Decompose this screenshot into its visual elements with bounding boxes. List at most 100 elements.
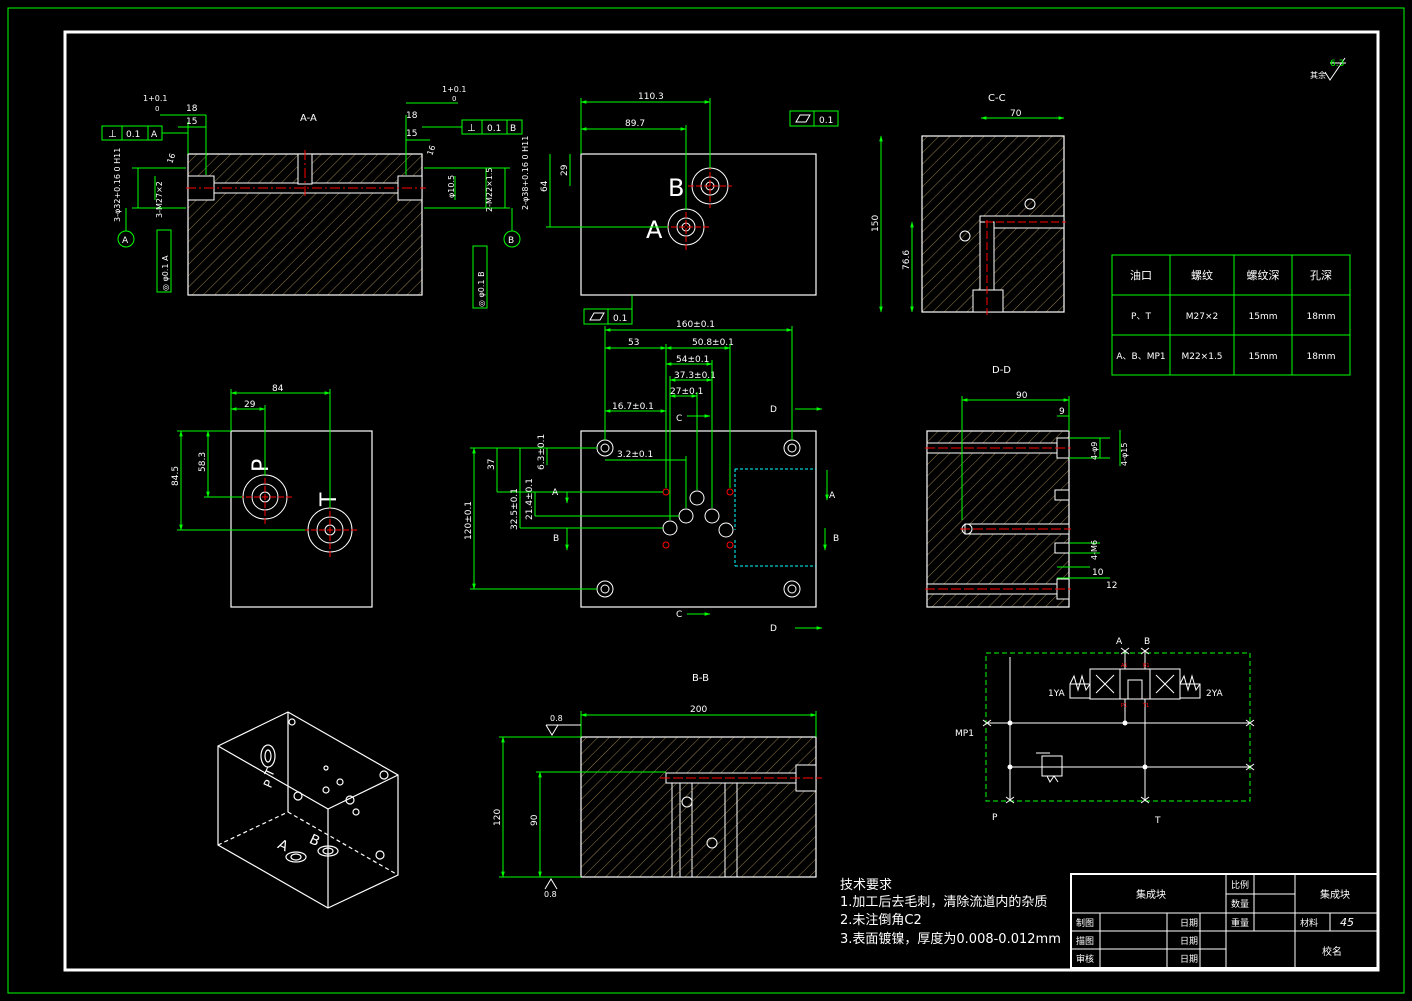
roughness-symbol: 其余 6.3	[1310, 57, 1346, 81]
left-face-port-p: P	[249, 459, 274, 472]
hyd-label-1ya: 1YA	[1048, 689, 1066, 699]
top-dim-29: 29	[560, 164, 570, 176]
tb-material-value: 45	[1340, 916, 1354, 929]
bb-rough-b: 0.8	[544, 890, 557, 899]
tb-material-label: 材料	[1300, 917, 1318, 929]
svg-text:0.1: 0.1	[487, 124, 501, 134]
aa-dim-15-right: 15	[406, 129, 417, 139]
hyd-label-p: P	[992, 813, 998, 823]
tech-req-item-1: 1.加工后去毛刺，清除流道内的杂质	[840, 894, 1047, 910]
sec-c-bot: C	[676, 610, 682, 620]
tb-check-label: 审核	[1076, 953, 1094, 965]
dd-dim-12: 12	[1106, 581, 1117, 591]
top-dim-110: 110.3	[638, 92, 664, 102]
tech-req-item-2: 2.未注倒角C2	[840, 913, 922, 928]
mid-dim-54: 54±0.1	[676, 355, 709, 365]
aa-frame-left: ⊥ 0.1 A	[101, 125, 188, 141]
dd-dim-phi15: 4-φ15	[1120, 443, 1129, 466]
tech-req-item-3: 3.表面镀镍，厚度为0.008-0.012mm	[840, 931, 1061, 947]
tb-date-3: 日期	[1180, 954, 1198, 965]
inner-border	[63, 30, 1380, 972]
thread-table-header: 螺纹深	[1247, 268, 1280, 282]
iso-label-t: T	[262, 766, 278, 780]
thread-table-cell: 18mm	[1307, 312, 1336, 322]
tb-date-1: 日期	[1180, 918, 1198, 929]
svg-text:A: A	[151, 130, 158, 140]
view-bb: B-B 200 120 90 0.8 0.8	[493, 673, 822, 899]
thread-table-cell: M22×1.5	[1181, 352, 1222, 362]
sec-a-left: A	[552, 488, 559, 498]
mid-dim-3-2: 3.2±0.1	[617, 450, 653, 460]
sec-d-top: D	[770, 405, 777, 415]
aa-right-dim-3: 2-φ38+0.16 0 H11	[521, 136, 530, 210]
aa-angle-right: 16	[425, 144, 437, 157]
dd-dim-90: 90	[1016, 391, 1028, 401]
mid-dim-37-3: 37.3±0.1	[674, 371, 716, 381]
tb-weight-label: 重量	[1231, 917, 1249, 929]
cc-dim-70: 70	[1010, 109, 1022, 119]
bb-rough-a: 0.8	[550, 714, 563, 723]
mid-dim-16-7: 16.7±0.1	[612, 402, 654, 412]
view-dd: D-D 90 9 4-φ9 4-φ15 4-M6 10 12	[925, 365, 1129, 608]
sec-a-right: A	[829, 491, 836, 501]
cc-dim-76: 76.6	[902, 250, 912, 270]
tb-drawing-name: 集成块	[1320, 888, 1350, 901]
left-face-dim-58: 58.3	[198, 452, 208, 472]
mid-dim-21-4: 21.4±0.1	[525, 478, 535, 520]
bb-dim-90: 90	[530, 814, 540, 826]
flatness-frame-top: 0.1	[789, 110, 839, 127]
top-dim-64: 64	[540, 180, 550, 192]
aa-dim-18-right: 18	[406, 111, 418, 121]
datum-b-label: B	[508, 236, 514, 246]
aa-tol-left-low: 0	[155, 105, 159, 113]
top-port-b: B	[668, 174, 684, 202]
thread-table-header: 孔深	[1310, 269, 1332, 282]
aa-dim-15-left: 15	[186, 117, 197, 127]
left-face-dim-29: 29	[244, 400, 256, 410]
flatness-frame-bottom: 0.1	[583, 295, 633, 325]
iso-label-a: A	[275, 837, 291, 856]
aa-dim-18-left: 18	[186, 104, 198, 114]
roughness-value: 6.3	[1330, 59, 1344, 69]
thread-table-header: 油口	[1130, 268, 1152, 282]
iso-labels: P T A B	[261, 766, 322, 856]
aa-tol-right: 1+0.1	[442, 85, 467, 94]
hyd-label-2ya: 2YA	[1206, 689, 1224, 699]
aa-left-dim-2: 3-M27×2	[155, 181, 164, 218]
left-face-dim-84: 84	[272, 384, 284, 394]
hyd-small-b1: B1	[1143, 663, 1150, 669]
thread-table-cell: M27×2	[1186, 312, 1218, 322]
tb-draw2-label: 描图	[1076, 935, 1094, 947]
top-port-a: A	[646, 216, 663, 244]
mid-dim-6-3: 6.3±0.1	[537, 434, 547, 470]
hyd-label-b: B	[1144, 637, 1150, 647]
hyd-label-mp1: MP1	[955, 729, 974, 739]
aa-frame-right: ⊥ 0.1 B	[422, 119, 523, 135]
datum-a-label: A	[122, 236, 129, 246]
thread-table-cell: 18mm	[1307, 352, 1336, 362]
aa-conc-right: ◎ φ0.1 B	[472, 245, 488, 309]
dd-dim-10: 10	[1092, 568, 1104, 578]
hyd-small-p1: P1	[1121, 703, 1127, 709]
mid-dim-32-5: 32.5±0.1	[510, 488, 520, 530]
roughness-note: 其余	[1310, 70, 1326, 80]
svg-text:0.1: 0.1	[819, 116, 833, 126]
aa-right-dim-1: φ10.5	[447, 175, 456, 198]
hyd-small-t1: T1	[1142, 703, 1149, 709]
aa-angle-left: 16	[165, 152, 177, 165]
view-isometric	[217, 711, 399, 909]
thread-table-header: 螺纹	[1191, 268, 1213, 282]
tb-part-name: 集成块	[1136, 888, 1166, 901]
mid-dim-160: 160±0.1	[676, 320, 715, 330]
svg-text:B: B	[510, 124, 516, 134]
view-top: B A 110.3 89.7 29 64 0.1 0.1	[540, 92, 839, 325]
view-left-face: P T 84 29 84.5 58.3	[171, 384, 373, 608]
aa-left-dim-1: 3-φ32+0.16 0 H11	[113, 148, 122, 222]
svg-text:0.1: 0.1	[613, 314, 627, 324]
sec-b-left: B	[553, 534, 559, 544]
aa-tol-right-low: 0	[452, 95, 456, 103]
thread-table-cell: A、B、MP1	[1116, 352, 1165, 362]
view-aa-title: A-A	[300, 113, 317, 124]
view-aa: A-A 18 15 1+0.1 0 18 15 1+0.1 0 16 16 ⊥	[101, 85, 530, 309]
